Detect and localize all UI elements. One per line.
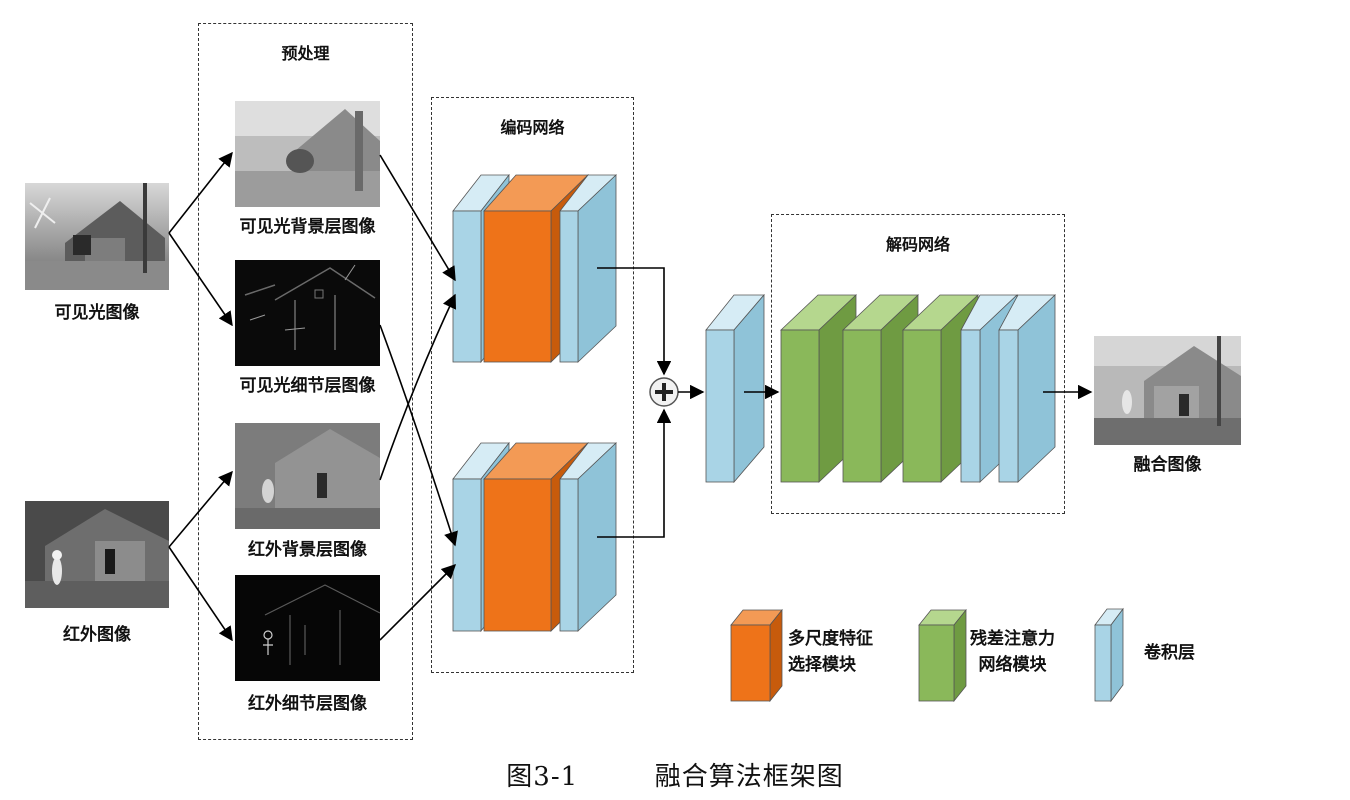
- preprocess-title: 预处理: [281, 44, 330, 63]
- visible-detail-label: 可见光细节层图像: [239, 376, 376, 396]
- visible-background-image: [235, 101, 380, 207]
- addition-icon: [649, 377, 679, 407]
- figure-number: 图3-1: [506, 762, 579, 792]
- figure-title: 融合算法框架图: [654, 762, 844, 792]
- infrared-detail-image: [235, 575, 380, 681]
- infrared-background-image: [235, 423, 380, 529]
- preprocess-group-box: [198, 23, 413, 740]
- legend-residual-line1: 残差注意力: [970, 629, 1055, 649]
- infrared-background-label: 红外背景层图像: [248, 540, 367, 560]
- legend-residual-line2: 网络模块: [978, 655, 1047, 675]
- encoder-bottom-blocks: [452, 441, 618, 633]
- encoder-title: 编码网络: [500, 118, 565, 137]
- legend-conv-swatch: [1094, 607, 1124, 703]
- fused-output-label: 融合图像: [1133, 455, 1202, 475]
- conv-block-merge: [705, 293, 765, 484]
- visible-background-label: 可见光背景层图像: [239, 217, 376, 237]
- infrared-input-image: [25, 501, 169, 608]
- legend-residual-swatch: [918, 608, 967, 703]
- legend-multiscale-label: 多尺度特征 选择模块: [788, 626, 873, 678]
- fused-output-image: [1094, 336, 1241, 445]
- infrared-detail-label: 红外细节层图像: [248, 694, 367, 714]
- residual-block-1: [779, 294, 858, 483]
- legend-conv-label: 卷积层: [1144, 643, 1195, 663]
- legend-multiscale-swatch: [730, 608, 783, 703]
- conv-block-dec-2: [998, 294, 1057, 483]
- figure-caption: 图3-1 融合算法框架图: [0, 756, 1350, 793]
- legend-multiscale-line1: 多尺度特征: [788, 629, 873, 649]
- connection-arrows: [168, 151, 1093, 642]
- encoder-top-blocks: [452, 173, 618, 364]
- visible-input-label: 可见光图像: [54, 303, 140, 323]
- decoder-title: 解码网络: [885, 235, 950, 254]
- legend-residual-label: 残差注意力 网络模块: [970, 626, 1055, 678]
- visible-input-image: [25, 183, 169, 290]
- visible-detail-image: [235, 260, 380, 366]
- infrared-input-label: 红外图像: [63, 625, 131, 645]
- decoder-group-box: [771, 214, 1065, 514]
- encoder-group-box: [431, 97, 634, 673]
- decoder-blocks: [779, 294, 1057, 483]
- legend-multiscale-line2: 选择模块: [788, 655, 856, 675]
